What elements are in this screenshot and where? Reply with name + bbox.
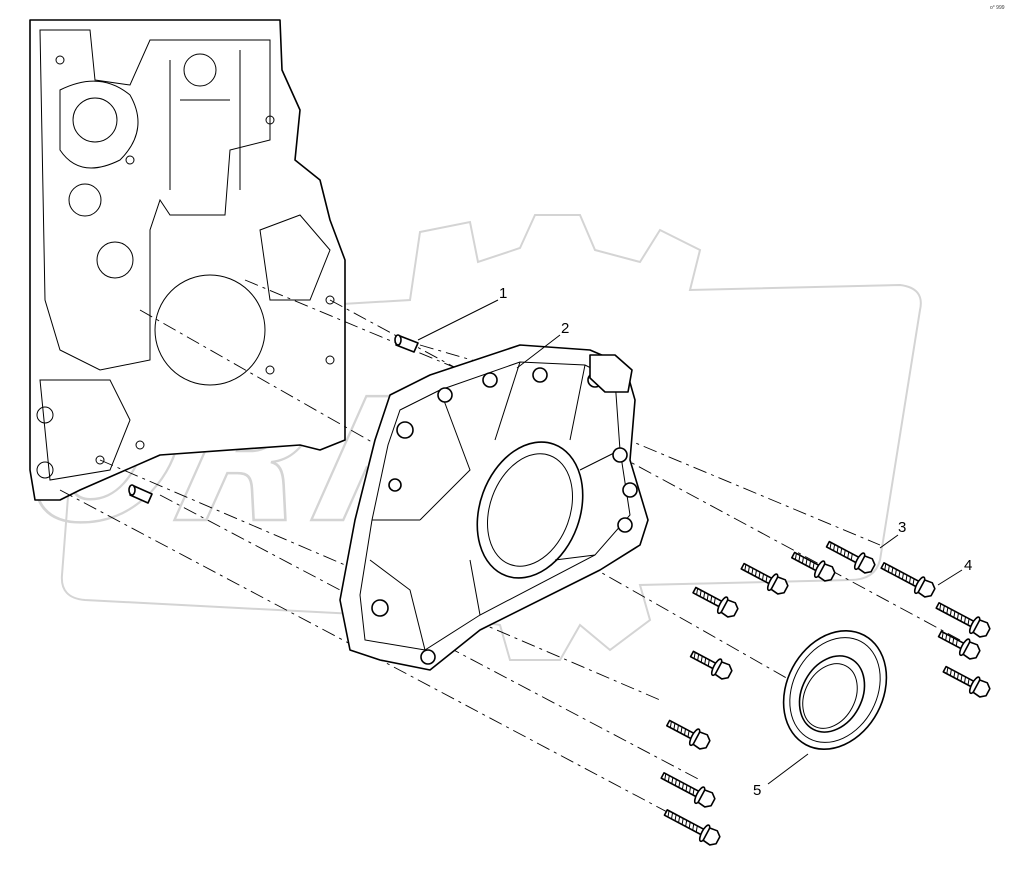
callout-leaders xyxy=(417,299,963,785)
callout-4: 4 xyxy=(964,557,972,574)
callout-3: 3 xyxy=(898,519,906,536)
hex-flange-bolt xyxy=(660,772,716,808)
corner-reference-mark: o° 999 xyxy=(990,5,1005,11)
hex-flange-bolt xyxy=(935,602,991,638)
hex-flange-bolt xyxy=(740,562,789,595)
hex-flange-bolt xyxy=(880,562,936,598)
hex-flange-bolt xyxy=(692,586,739,618)
dowel-pin-lower xyxy=(128,484,153,504)
callout-labels: 1 2 3 4 5 xyxy=(499,285,972,799)
hex-flange-bolt xyxy=(663,809,721,846)
callout-5: 5 xyxy=(753,782,761,799)
dowel-pin-upper xyxy=(394,334,419,353)
hex-flange-bolt xyxy=(689,650,733,680)
hex-flange-bolt xyxy=(791,551,836,582)
crankshaft-rear-seal xyxy=(782,630,888,750)
callout-2: 2 xyxy=(561,320,569,337)
bolt-group xyxy=(660,540,991,846)
hex-flange-bolt xyxy=(666,719,711,750)
engine-block xyxy=(29,19,346,501)
hex-flange-bolt xyxy=(937,630,981,660)
hex-flange-bolt xyxy=(942,665,991,698)
hex-flange-bolt xyxy=(825,540,876,574)
callout-1: 1 xyxy=(499,285,507,302)
flywheel-housing xyxy=(339,344,649,671)
